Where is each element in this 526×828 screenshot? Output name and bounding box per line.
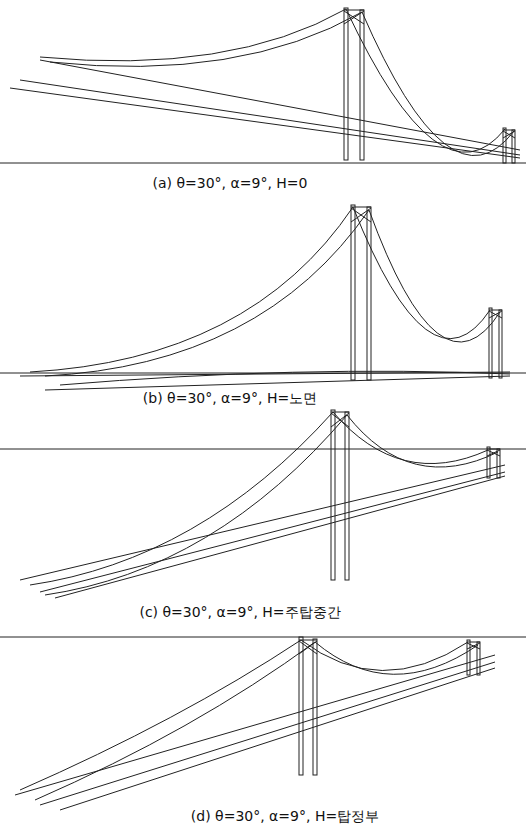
subfigure-caption: (a) θ=30°, α=9°, H=0: [150, 174, 311, 192]
bridge-view-d: [0, 637, 526, 810]
subfigure-caption: (c) θ=30°, α=9°, H=주탑중간: [136, 603, 343, 621]
subfigure-caption: (d) θ=30°, α=9°, H=탑정부: [188, 807, 382, 825]
bridge-view-b: [0, 205, 526, 390]
bridge-view-c: [0, 410, 526, 598]
subfigure-caption: (b) θ=30°, α=9°, H=노면: [140, 389, 320, 407]
bridge-view-a: [0, 8, 526, 163]
